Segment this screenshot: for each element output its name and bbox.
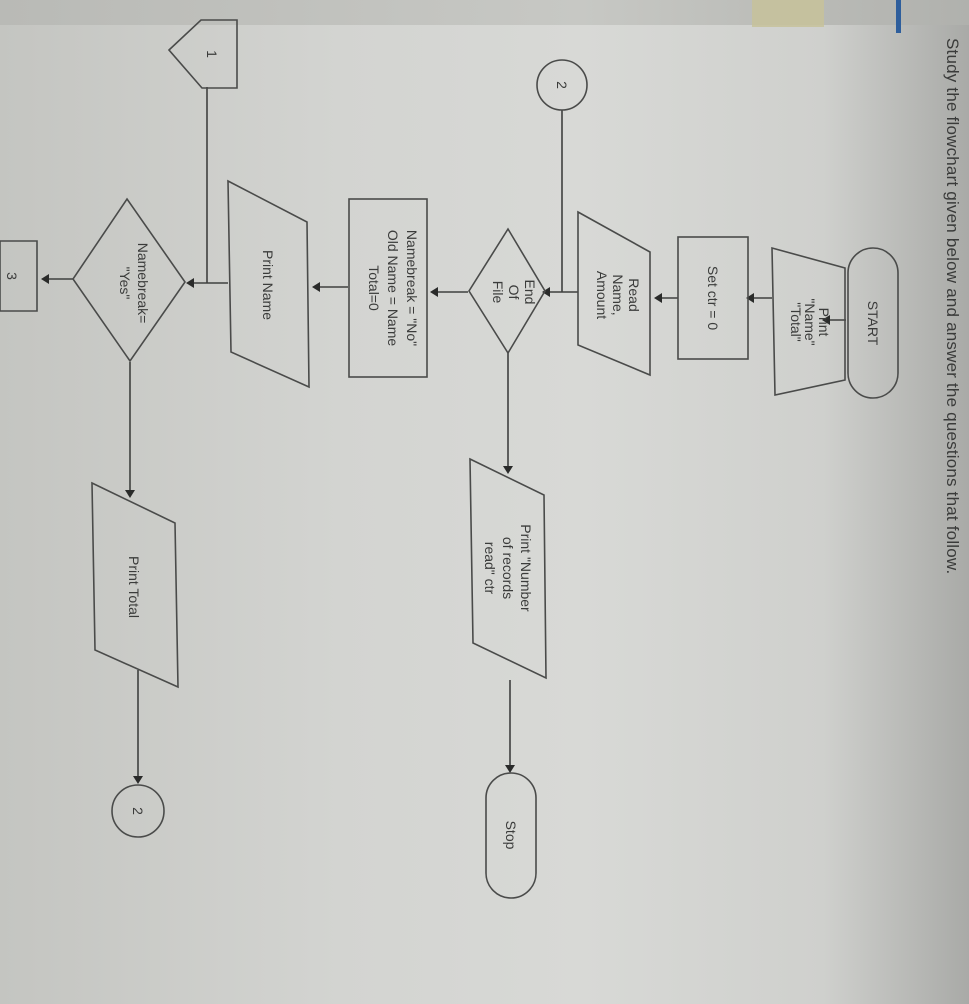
svg-text:Print Name: Print Name [260, 250, 276, 320]
arrow-head [41, 274, 49, 284]
arrow-head [654, 293, 662, 303]
arrow-head [186, 278, 194, 288]
print-total-io: Print Total [91, 481, 179, 689]
svg-text:Print "Number: Print "Number [518, 524, 534, 612]
svg-text:read" ctr: read" ctr [482, 542, 498, 595]
connector-2-exit: 2 [111, 784, 165, 838]
svg-text:End: End [522, 280, 538, 305]
arrow-head [430, 287, 438, 297]
svg-text:"Total": "Total" [788, 302, 804, 342]
arrow-head [822, 315, 830, 325]
svg-text:of records: of records [500, 537, 516, 599]
init-namebreak-process: Namebreak = "No" Old Name = Name Total=0 [348, 198, 428, 378]
namebreak-yes-decision: Namebreak= "Yes" [72, 197, 186, 363]
svg-text:1: 1 [204, 50, 220, 58]
arrow-head [133, 776, 143, 784]
svg-text:Of: Of [506, 285, 522, 300]
arrow-head [312, 282, 320, 292]
arrow-head [746, 293, 754, 303]
active-tab-indicator [896, 0, 901, 33]
svg-text:Name,: Name, [610, 274, 626, 315]
svg-text:Read: Read [626, 278, 642, 311]
arrow-head [505, 765, 515, 773]
svg-text:3: 3 [4, 272, 20, 280]
end-of-file-decision: End Of File [468, 227, 546, 355]
read-record-io: Read Name, Amount [577, 210, 651, 377]
svg-text:Namebreak = "No": Namebreak = "No" [404, 230, 420, 346]
arrow-head [503, 466, 513, 474]
svg-text:Total=0: Total=0 [366, 265, 382, 311]
connector-2-entry: 2 [536, 59, 588, 111]
svg-text:Print Total: Print Total [126, 556, 142, 618]
print-headers-io: Print "Name" "Total" [771, 246, 846, 396]
print-record-count-io: Print "Number of records read" ctr [469, 457, 547, 680]
svg-text:2: 2 [554, 81, 570, 89]
connector-1-offpage: 1 [167, 19, 238, 89]
svg-text:Namebreak=: Namebreak= [135, 243, 151, 324]
svg-text:Stop: Stop [503, 821, 519, 850]
svg-text:"Yes": "Yes" [117, 267, 133, 300]
svg-text:Print: Print [816, 308, 832, 337]
svg-text:START: START [865, 301, 881, 346]
stop-terminator: Stop [485, 772, 537, 899]
svg-text:File: File [490, 281, 506, 304]
svg-text:Set ctr = 0: Set ctr = 0 [705, 266, 721, 330]
start-terminator: START [847, 247, 899, 399]
svg-text:Amount: Amount [594, 271, 610, 319]
arrow-head [125, 490, 135, 498]
print-name-io: Print Name [227, 179, 310, 389]
svg-text:2: 2 [130, 807, 146, 815]
arrow-head [542, 287, 550, 297]
svg-text:Old Name = Name: Old Name = Name [385, 230, 401, 347]
svg-text:"Name": "Name" [802, 298, 818, 345]
highlight-tab [752, 0, 824, 27]
connector-3-offpage: 3 [0, 240, 38, 312]
set-ctr-process: Set ctr = 0 [677, 236, 749, 360]
